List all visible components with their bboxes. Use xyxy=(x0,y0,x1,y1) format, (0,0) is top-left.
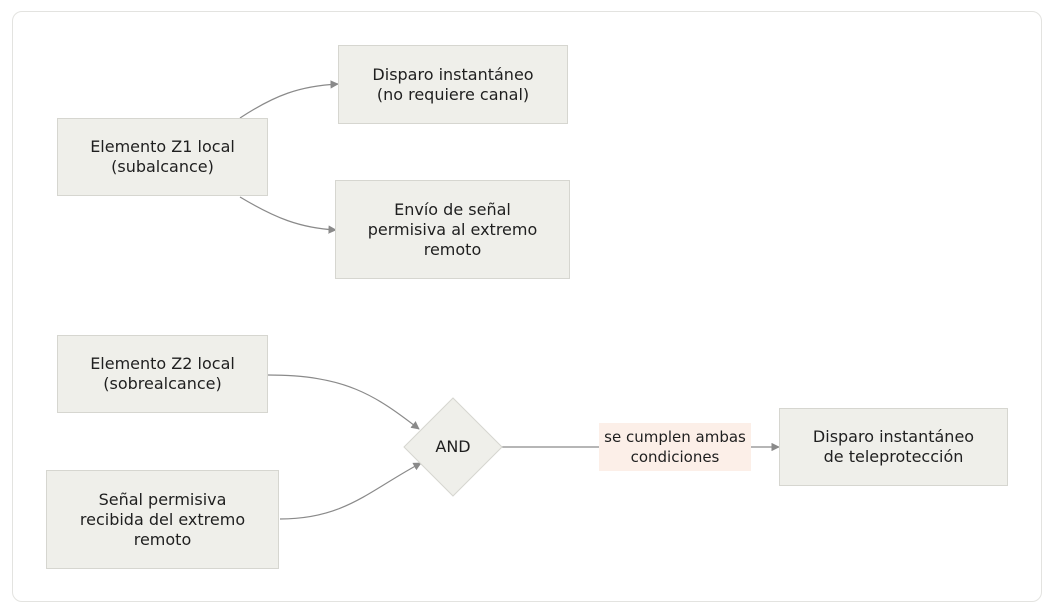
node-send-permissive-signal: Envío de señal permisiva al extremo remo… xyxy=(335,180,570,279)
node-z1-local: Elemento Z1 local (subalcance) xyxy=(57,118,268,196)
edge-z1-to-send-permissive xyxy=(239,196,337,234)
and-gate-diamond xyxy=(403,397,503,497)
node-z2-local: Elemento Z2 local (sobrealcance) xyxy=(57,335,268,413)
edge-z2-to-and xyxy=(267,374,420,430)
node-instant-trip-no-channel: Disparo instantáneo (no requiere canal) xyxy=(338,45,568,124)
node-received-permissive-signal: Señal permisiva recibida del extremo rem… xyxy=(46,470,279,569)
edge-label-both-conditions: se cumplen ambas condiciones xyxy=(599,423,751,471)
and-gate-label: AND xyxy=(435,436,471,456)
edge-z1-to-instant-trip xyxy=(239,80,339,119)
node-teleprotection-trip: Disparo instantáneo de teleprotección xyxy=(779,408,1008,486)
edge-received-to-and xyxy=(279,462,422,520)
